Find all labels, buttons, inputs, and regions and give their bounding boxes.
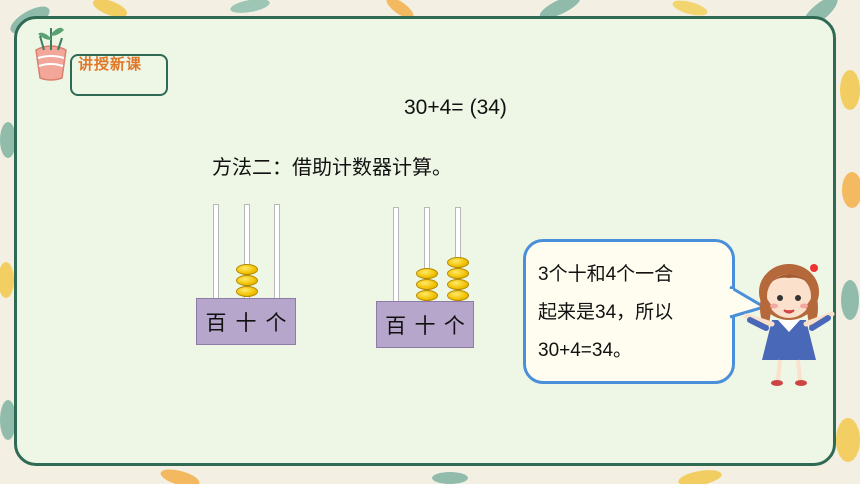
abacus-right-bead xyxy=(447,268,469,279)
abacus-left-bead xyxy=(236,264,258,275)
abacus-right-base: 百 十 个 xyxy=(376,301,474,348)
abacus-left-rod-ones xyxy=(274,204,280,300)
equation-expression: 30+4= xyxy=(404,96,464,119)
abacus-left-label-ones: 个 xyxy=(265,310,287,335)
abacus-right-bead xyxy=(416,268,438,279)
abacus-left-rod-hundreds xyxy=(213,204,219,300)
section-badge-label: 讲授新课 xyxy=(78,55,143,73)
abacus-left-bead xyxy=(236,286,258,297)
equation-answer: (34) xyxy=(469,96,507,119)
abacus-right-bead xyxy=(416,290,438,301)
badge-frame xyxy=(70,54,168,96)
abacus-right-bead xyxy=(416,279,438,290)
potted-plant-icon xyxy=(35,27,67,81)
equation: 30+4=(34) xyxy=(404,96,507,120)
speech-bubble: 3个十和4个一合 起来是34，所以 30+4=34。 xyxy=(523,239,735,384)
abacus-right-bead xyxy=(447,290,469,301)
abacus-right-label-ones: 个 xyxy=(443,313,465,338)
abacus-right-label-hundreds: 百 xyxy=(385,313,407,338)
abacus-left-bead xyxy=(236,275,258,286)
abacus-right-bead xyxy=(447,279,469,290)
abacus-left-base: 百 十 个 xyxy=(196,298,296,345)
abacus-right-rod-hundreds xyxy=(393,207,399,303)
abacus-right-label-tens: 十 xyxy=(414,313,436,338)
section-badge xyxy=(26,20,172,96)
method-title: 方法二：借助计数器计算。 xyxy=(212,155,452,179)
abacus-right-bead xyxy=(447,257,469,268)
girl-character xyxy=(743,264,835,386)
speech-line: 30+4=34。 xyxy=(538,340,633,361)
speech-line: 起来是34，所以 xyxy=(538,302,674,323)
abacus-left-label-hundreds: 百 xyxy=(205,310,227,335)
speech-line: 3个十和4个一合 xyxy=(538,264,674,285)
abacus-left-label-tens: 十 xyxy=(235,310,257,335)
